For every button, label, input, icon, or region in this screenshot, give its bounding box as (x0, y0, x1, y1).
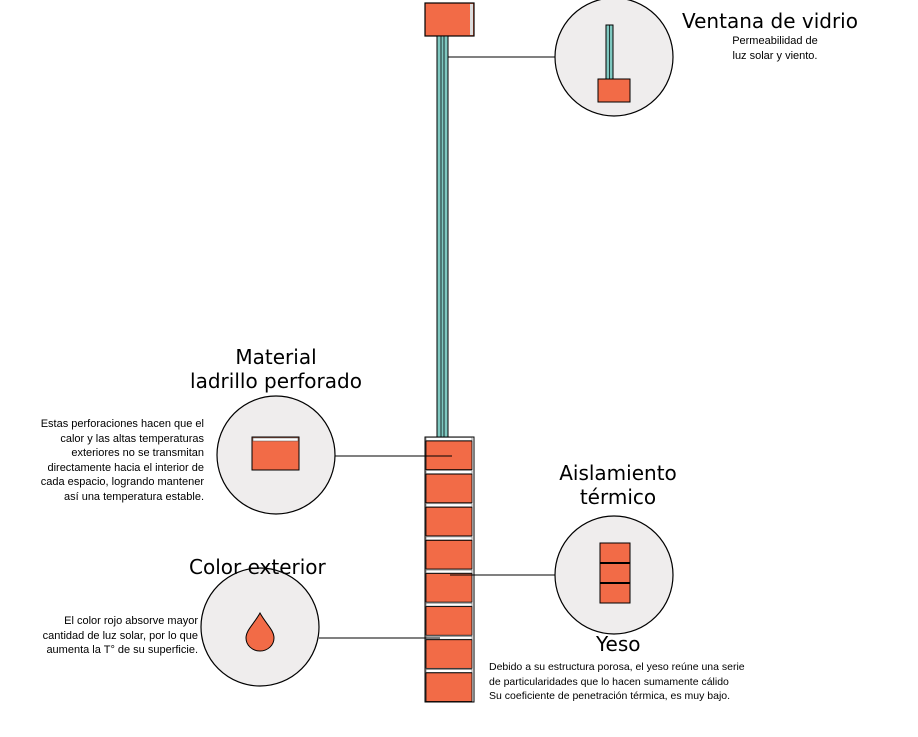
insulation-desc: Debido a su estructura porosa, el yeso r… (489, 660, 745, 704)
glass-pane (436, 35, 449, 438)
brick-wall (424, 436, 475, 703)
title-line: térmico (579, 485, 657, 509)
desc-line: cada espacio, logrando mantener (40, 476, 204, 488)
color-title: Color exterior (189, 555, 326, 579)
mortar-joint (425, 536, 473, 541)
drop-icon (245, 611, 275, 652)
insulation-subtitle: Yeso (596, 632, 641, 656)
brick (425, 440, 473, 471)
mortar-joint (425, 669, 473, 673)
desc-line: calor y las altas temperaturas (60, 432, 204, 445)
color-desc: El color rojo absorve mayor cantidad de … (0, 614, 198, 658)
desc-line: directamente hacia el interior de (47, 461, 204, 474)
desc-line: exteriores no se transmitan (71, 447, 204, 459)
desc-line: Estas perforaciones hacen que el (40, 418, 204, 430)
desc-line: Debido a su estructura porosa, el yeso r… (489, 661, 745, 673)
mortar-joint (425, 569, 473, 574)
mortar-joint (425, 503, 473, 508)
insulation-detail-circle (554, 515, 674, 635)
window-title: Ventana de vidrio (682, 9, 858, 33)
window-detail-circle (554, 0, 674, 117)
desc-line: aumenta la T° de su superficie. (46, 644, 198, 656)
brick (425, 639, 473, 669)
title-line: ladrillo perforado (190, 369, 362, 393)
brick (425, 506, 473, 537)
material-title: Material ladrillo perforado (176, 345, 376, 393)
insulation-title: Aislamiento térmico (518, 461, 718, 509)
title-line: Aislamiento (559, 461, 677, 485)
mortar-joint (425, 437, 473, 441)
brick (425, 573, 473, 603)
mortar-joint (425, 470, 473, 474)
top-lintel-brick (424, 2, 475, 37)
desc-line: luz solar y viento. (732, 49, 818, 62)
material-detail-circle (216, 395, 336, 515)
desc-line: Permeabilidad de (732, 35, 818, 47)
desc-line: cantidad de luz solar, por lo que (42, 629, 198, 642)
material-desc: Estas perforaciones hacen que el calor y… (0, 417, 204, 504)
color-detail-circle (200, 567, 320, 687)
desc-line: de particularidades que lo hacen sumamen… (489, 675, 729, 688)
mortar-joint (425, 602, 473, 607)
brick (425, 606, 473, 636)
brick (425, 539, 473, 570)
brick (425, 672, 473, 702)
desc-line: El color rojo absorve mayor (64, 615, 198, 627)
brick (425, 473, 473, 504)
title-line: Material (235, 345, 317, 369)
desc-line: Su coeficiente de penetración térmica, e… (489, 690, 731, 702)
desc-line: así una temperatura estable. (63, 490, 204, 503)
window-desc: Permeabilidad de luz solar y viento. (700, 34, 850, 63)
